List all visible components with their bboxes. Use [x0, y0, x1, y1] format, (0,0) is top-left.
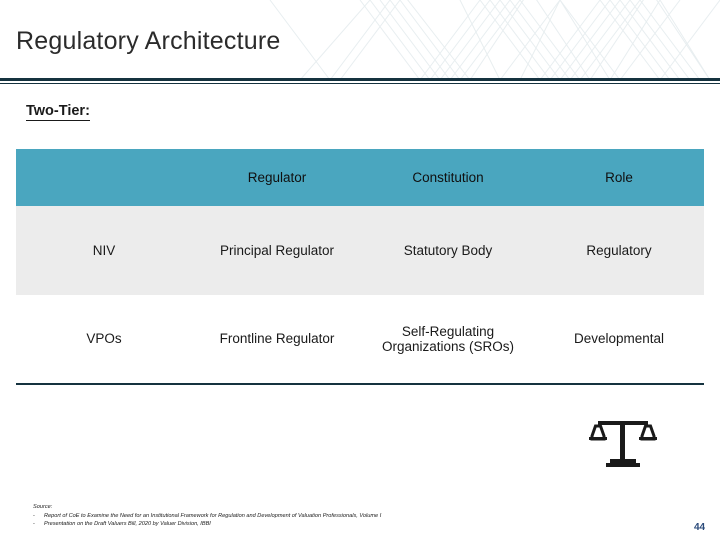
decorative-pattern-band: [0, 0, 720, 80]
title-rule-thin: [0, 83, 720, 84]
cell-role: Developmental: [534, 295, 704, 382]
column-header-role: Role: [534, 149, 704, 206]
column-header-entity: [16, 149, 192, 206]
scales-of-justice-icon: [588, 415, 658, 471]
title-rule-thick: [0, 78, 720, 81]
cell-regulator: Principal Regulator: [192, 206, 362, 295]
cell-entity: NIV: [16, 206, 192, 295]
table-row: VPOs Frontline Regulator Self-Regulating…: [16, 295, 704, 382]
cell-regulator: Frontline Regulator: [192, 295, 362, 382]
table-bottom-rule: [16, 383, 704, 385]
cell-role: Regulatory: [534, 206, 704, 295]
page-title: Regulatory Architecture: [16, 27, 281, 55]
subheading: Two-Tier:: [26, 103, 90, 121]
cell-entity: VPOs: [16, 295, 192, 382]
column-header-constitution: Constitution: [362, 149, 534, 206]
column-header-regulator: Regulator: [192, 149, 362, 206]
source-item-text: Report of CoE to Examine the Need for an…: [44, 512, 382, 519]
source-bullet: -: [33, 512, 35, 519]
table-row: NIV Principal Regulator Statutory Body R…: [16, 206, 704, 295]
source-item: - Presentation on the Draft Valuers Bill,…: [33, 520, 381, 529]
source-bullet: -: [33, 521, 35, 528]
source-note: Source: - Report of CoE to Examine the Ne…: [33, 503, 381, 529]
table-header-row: Regulator Constitution Role: [16, 149, 704, 206]
source-label: Source:: [33, 504, 53, 510]
source-item: - Report of CoE to Examine the Need for a…: [33, 512, 381, 521]
page-number: 44: [694, 522, 706, 533]
cell-constitution: Statutory Body: [362, 206, 534, 295]
cell-constitution: Self-Regulating Organizations (SROs): [362, 295, 534, 382]
source-item-text: Presentation on the Draft Valuers Bill, …: [44, 521, 211, 528]
regulatory-architecture-table: Regulator Constitution Role NIV Principa…: [16, 149, 704, 382]
